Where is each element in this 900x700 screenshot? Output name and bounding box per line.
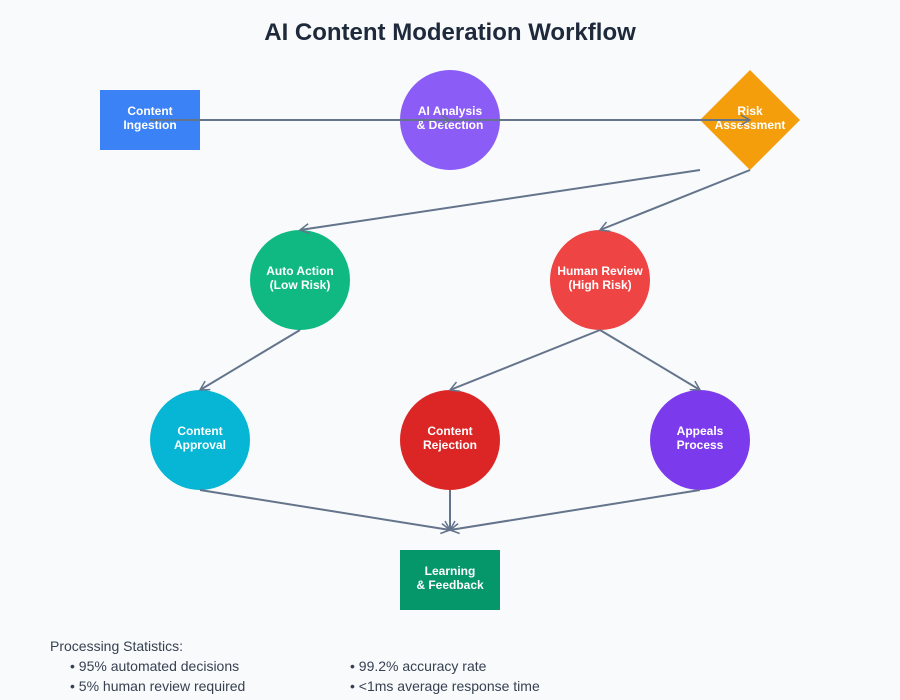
auto-label-line: Auto Action xyxy=(266,264,334,278)
human-label-line: (High Risk) xyxy=(568,278,631,292)
analysis-label-line: AI Analysis xyxy=(418,104,483,118)
learning-label-line: Learning xyxy=(425,564,476,578)
appeals-circle-shape xyxy=(650,390,750,490)
appeals-label-line: Appeals xyxy=(677,424,724,438)
edge-human-to-rejection xyxy=(448,329,601,393)
stat-item: 99.2% accuracy rate xyxy=(350,656,540,676)
auto-label-line: (Low Risk) xyxy=(270,278,331,292)
edge-human-to-appeals xyxy=(599,329,702,391)
edge-approval-to-learning xyxy=(199,489,452,535)
stat-item: <1ms average response time xyxy=(350,676,540,696)
node-learning: Learning& Feedback xyxy=(400,550,500,610)
statistics-right-column: 99.2% accuracy rate <1ms average respons… xyxy=(350,656,540,696)
node-auto: Auto Action(Low Risk) xyxy=(250,230,350,330)
statistics-heading: Processing Statistics: xyxy=(50,638,184,654)
edge-risk-to-human xyxy=(598,169,751,233)
rejection-circle-shape xyxy=(400,390,500,490)
stat-item: 95% automated decisions xyxy=(70,656,350,676)
approval-label-line: Content xyxy=(177,424,222,438)
ingestion-label-line: Ingestion xyxy=(123,118,176,132)
human-circle-shape xyxy=(550,230,650,330)
human-label-line: Human Review xyxy=(557,264,643,278)
edge-auto-to-approval xyxy=(198,329,301,391)
learning-rect-shape xyxy=(400,550,500,610)
approval-circle-shape xyxy=(150,390,250,490)
auto-circle-shape xyxy=(250,230,350,330)
risk-label-line: Risk xyxy=(737,104,763,118)
processing-statistics: Processing Statistics: 95% automated dec… xyxy=(50,636,540,696)
stat-item: 5% human review required xyxy=(70,676,350,696)
edge-appeals-to-learning xyxy=(448,489,701,535)
node-human: Human Review(High Risk) xyxy=(550,230,650,330)
learning-label-line: & Feedback xyxy=(416,578,484,592)
diagram-title: AI Content Moderation Workflow xyxy=(264,19,636,46)
rejection-label-line: Rejection xyxy=(423,438,477,452)
statistics-left-column: 95% automated decisions 5% human review … xyxy=(70,656,350,696)
approval-label-line: Approval xyxy=(174,438,226,452)
edge-risk-to-auto xyxy=(298,169,701,235)
appeals-label-line: Process xyxy=(677,438,724,452)
rejection-label-line: Content xyxy=(427,424,472,438)
ingestion-label-line: Content xyxy=(127,104,172,118)
